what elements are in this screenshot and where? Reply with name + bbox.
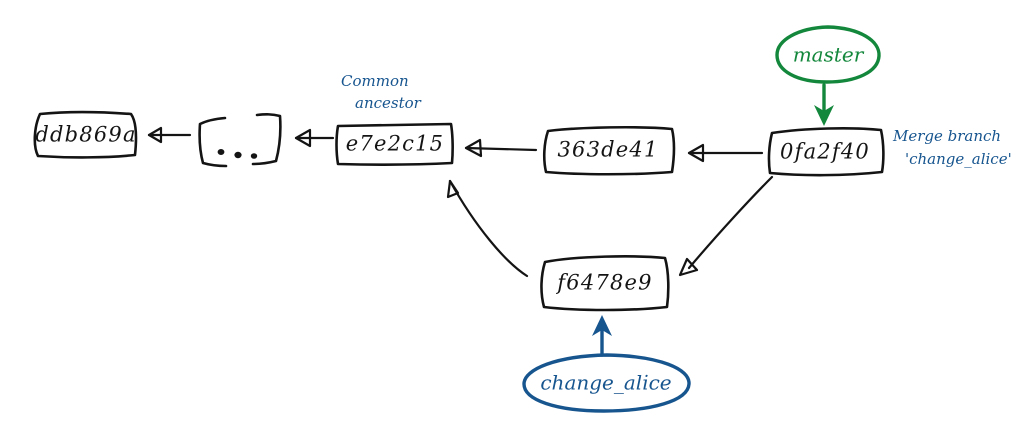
ellipsis-dot [217, 149, 225, 155]
arrow-change-alice-to-f6478e9 [592, 315, 612, 357]
commit-hash-label: 0fa2f40 [780, 140, 870, 164]
branch-ref-change-alice[interactable]: change_alice [522, 353, 691, 413]
arrow-master-to-0fa2f40 [814, 83, 834, 126]
ellipsis-dot [234, 151, 242, 159]
commit-node-ddb869a[interactable]: ddb869a [33, 110, 138, 159]
ellipsis-dot [250, 153, 258, 159]
master-label: master [793, 43, 865, 67]
commit-node-f6478e9[interactable]: f6478e9 [540, 255, 670, 312]
right-bracket [251, 113, 282, 166]
commit-node-ellipsis[interactable]: [...] [198, 113, 282, 216]
arrow-e7e2c15-to-ellipsis [294, 128, 335, 148]
commit-node-box [542, 125, 676, 176]
commit-node-box [33, 110, 138, 159]
annotation-common-ancestor: Common ancestor [341, 72, 422, 112]
commit-node-0fa2f40[interactable]: 0fa2f40 [767, 127, 885, 177]
arrow-0fa2f40-to-f6478e9 [678, 175, 774, 277]
commit-node-box [767, 127, 885, 177]
commit-node-e7e2c15[interactable]: e7e2c15 [335, 122, 454, 166]
change-alice-label: change_alice [540, 371, 671, 395]
annotation-merge-message: Merge branch 'change_alice' [892, 127, 1012, 168]
arrow-0fa2f40-to-363de41 [687, 143, 764, 163]
arrow-f6478e9-to-e7e2c15 [446, 179, 529, 278]
commit-node-box [540, 255, 670, 312]
arrow-363de41-to-e7e2c15 [464, 138, 538, 158]
annotation-line-2: 'change_alice' [905, 150, 1012, 168]
annotation-line-1: Merge branch [892, 127, 1001, 145]
commit-hash-label: e7e2c15 [346, 132, 444, 156]
arrow-ellipsis-to-ddb869a [147, 126, 192, 144]
commit-node-363de41[interactable]: 363de41 [542, 125, 676, 176]
annotation-line-2: ancestor [355, 94, 422, 112]
commit-node-box [335, 122, 454, 166]
commit-hash-label: f6478e9 [555, 271, 652, 295]
master-ellipse [775, 25, 881, 84]
commit-hash-label: 363de41 [557, 138, 658, 162]
commit-hash-label: ddb869a [35, 123, 136, 147]
left-bracket [198, 116, 228, 168]
change-alice-ellipse [522, 353, 691, 413]
branch-ref-master[interactable]: master [775, 25, 881, 84]
annotation-line-1: Common [341, 72, 409, 90]
